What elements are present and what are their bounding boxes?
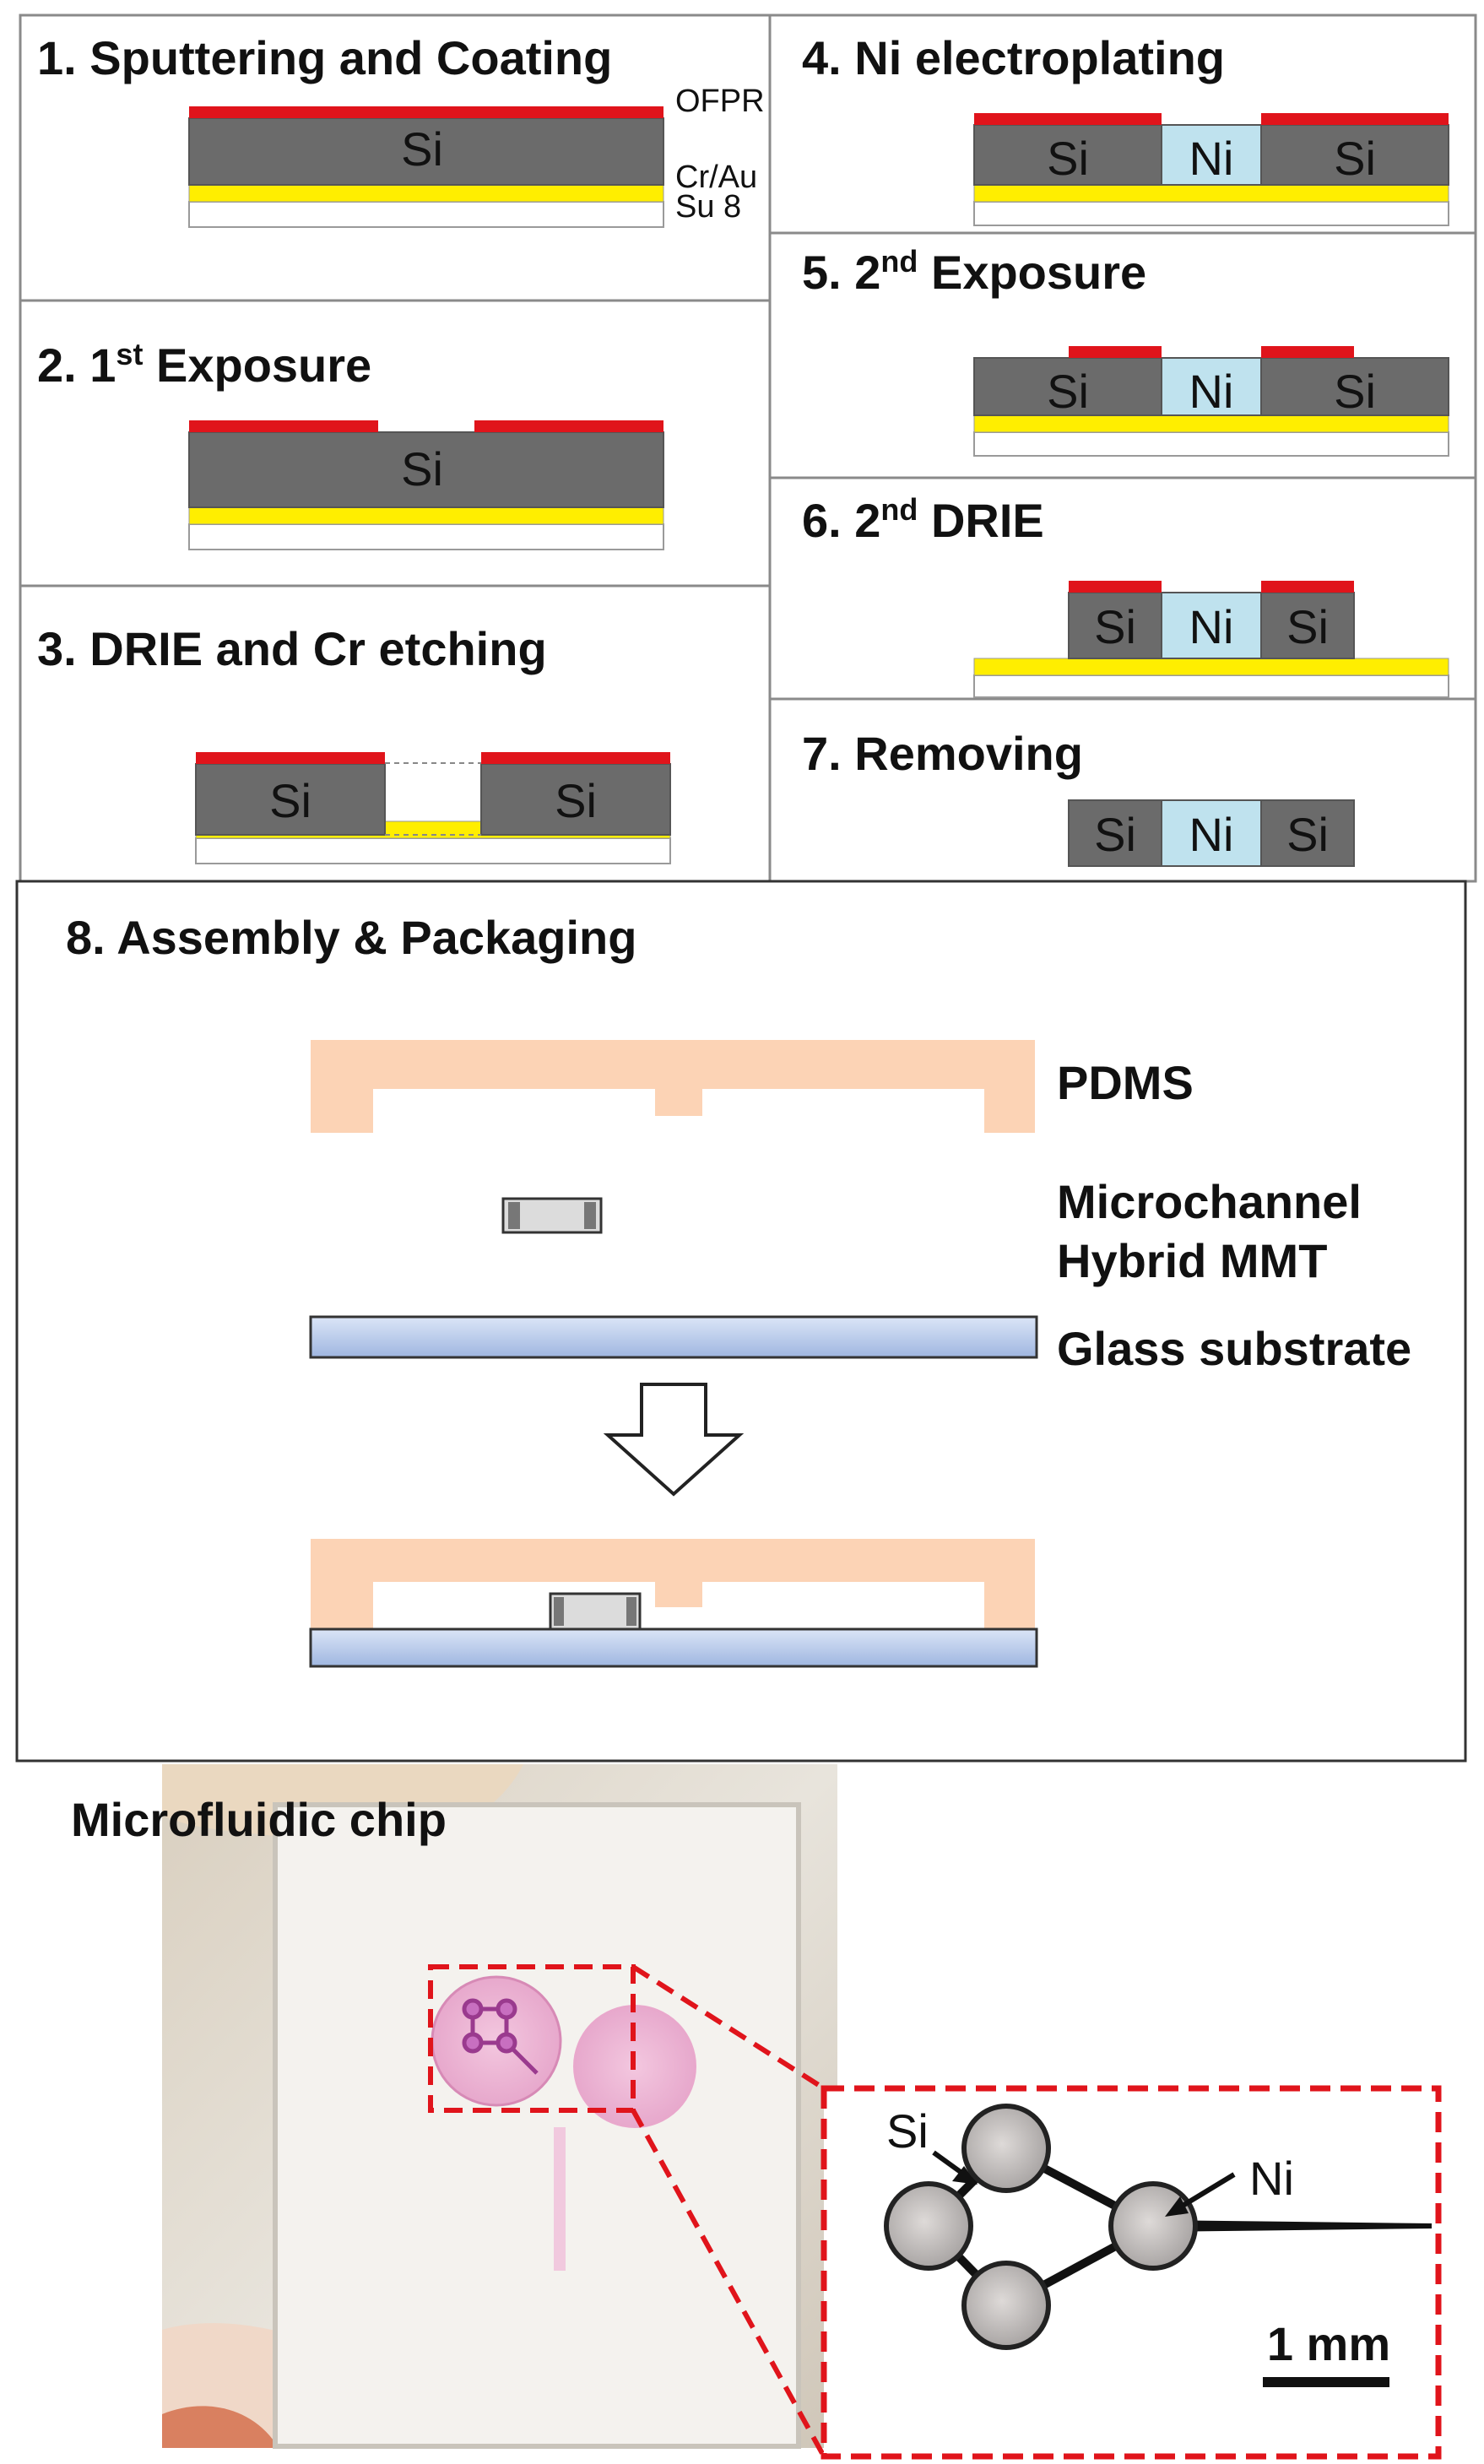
glass-assembled	[309, 1627, 1038, 1668]
pdms-cover	[311, 1040, 1035, 1133]
hybrid-label: Hybrid MMT	[1057, 1234, 1327, 1287]
si-disc	[961, 2261, 1051, 2350]
step-8-title: 8. Assembly & Packaging	[66, 911, 636, 964]
step-5-panel: 5. 2nd Exposure Si Ni Si	[802, 244, 1449, 457]
svg-text:Si: Si	[1334, 132, 1376, 185]
svg-text:Ni: Ni	[1189, 365, 1234, 418]
chip-assembled	[549, 1592, 642, 1631]
ofpr-layer	[189, 106, 663, 118]
pdms-assembled	[311, 1539, 1035, 1629]
step-2-panel: 2. 1st Exposure Si	[37, 337, 664, 550]
svg-text:Si: Si	[1094, 808, 1136, 861]
svg-text:Si: Si	[1047, 365, 1089, 418]
scale-label: 1 mm	[1267, 2317, 1390, 2370]
svg-text:Ni: Ni	[1189, 132, 1234, 185]
inset-si-label: Si	[886, 2104, 929, 2158]
ni-disc	[1108, 2181, 1198, 2271]
svg-text:Ni: Ni	[1189, 600, 1234, 653]
step-6-panel: 6. 2nd DRIE Si Ni Si	[802, 492, 1449, 698]
si-label: Si	[269, 774, 311, 827]
scale-bar	[1263, 2377, 1389, 2387]
cr-au-layer	[188, 184, 664, 203]
si-label: Si	[555, 774, 597, 827]
step-2-title: 2. 1st Exposure	[37, 337, 371, 392]
crau-label: Cr/Au	[675, 160, 757, 195]
svg-text:Si: Si	[1286, 600, 1329, 653]
glass-substrate	[309, 1315, 1038, 1359]
si-disc	[884, 2181, 973, 2271]
step-3-title: 3. DRIE and Cr etching	[37, 622, 547, 675]
step-4-title: 4. Ni electroplating	[802, 31, 1225, 84]
si-label: Si	[401, 442, 443, 496]
step-6-title: 6. 2nd DRIE	[802, 492, 1044, 547]
si-label: Si	[401, 122, 443, 176]
svg-text:Ni: Ni	[1189, 808, 1234, 861]
microfluidic-photo: Microfluidic chip	[71, 1764, 837, 2449]
step-7-panel: 7. Removing Si Ni Si	[802, 727, 1355, 867]
su8-label: Su 8	[675, 189, 741, 225]
glass-label: Glass substrate	[1057, 1322, 1411, 1375]
pdms-label: PDMS	[1057, 1056, 1194, 1109]
step-3-panel: 3. DRIE and Cr etching Si Si	[37, 622, 671, 864]
zoom-box	[428, 1964, 636, 2113]
svg-text:Si: Si	[1047, 132, 1089, 185]
zoom-inset: Si Ni 1 mm	[821, 2085, 1442, 2460]
glass-slide-photo	[273, 1802, 801, 2449]
step-7-title: 7. Removing	[802, 727, 1083, 780]
hybrid-mmt-photo	[462, 1998, 539, 2075]
step-5-title: 5. 2nd Exposure	[802, 244, 1146, 299]
svg-text:Si: Si	[1094, 600, 1136, 653]
si-disc	[961, 2104, 1051, 2193]
photo-title: Microfluidic chip	[71, 1793, 447, 1846]
down-arrow-icon	[603, 1383, 745, 1497]
su8-layer	[188, 201, 664, 228]
svg-text:Si: Si	[1286, 808, 1329, 861]
step-4-panel: 4. Ni electroplating Si Ni Si	[802, 31, 1449, 226]
ofpr-label: OFPR	[675, 84, 765, 119]
microchannel-label: Microchannel	[1057, 1175, 1362, 1228]
step-1-panel: 1. Sputtering and Coating Si OFPR Cr/Au …	[37, 31, 765, 228]
step-8-panel: 8. Assembly & Packaging PDMS Microchanne…	[15, 880, 1467, 1763]
inset-ni-label: Ni	[1249, 2152, 1294, 2205]
svg-text:Si: Si	[1334, 365, 1376, 418]
step-1-title: 1. Sputtering and Coating	[37, 31, 612, 84]
